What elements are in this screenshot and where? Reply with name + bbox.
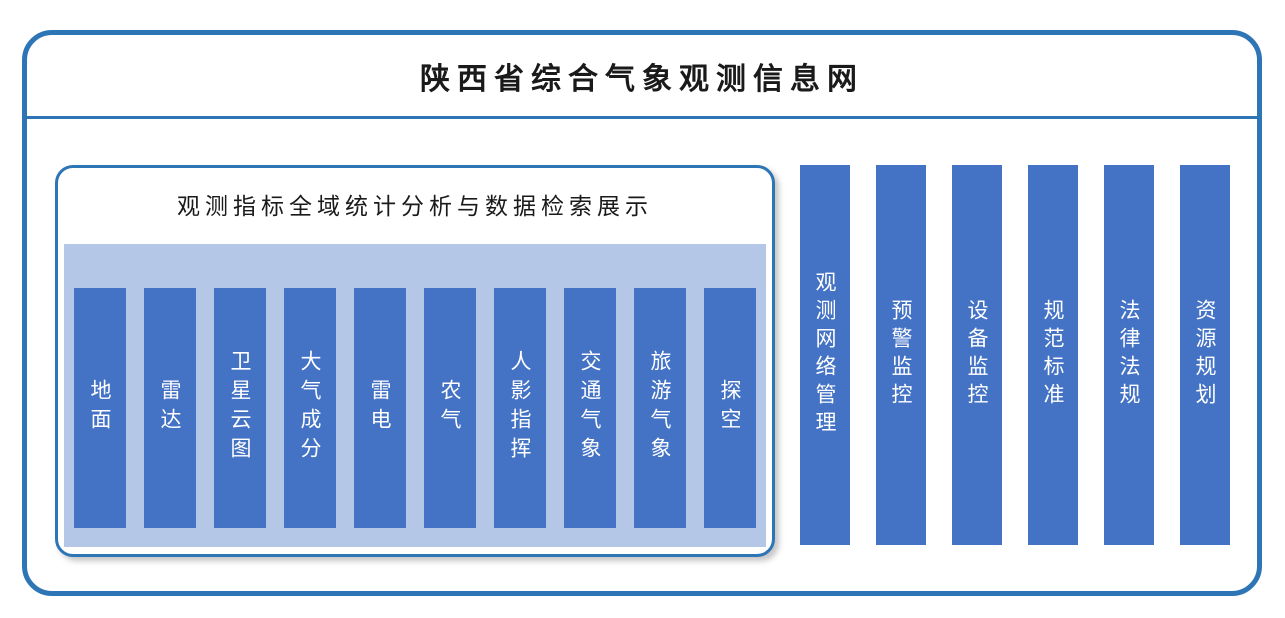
section-bar-label: 观测网络管理 xyxy=(813,271,837,439)
section-bar-label: 预警监控 xyxy=(889,299,913,411)
section-bar-standards: 规范标准 xyxy=(1028,165,1078,545)
section-bar-label: 法律法规 xyxy=(1117,299,1141,411)
diagram-frame: 陕西省综合气象观测信息网 观测指标全域统计分析与数据检索展示 地面 雷达 卫星云… xyxy=(22,30,1262,596)
category-bar-label: 雷达 xyxy=(158,379,182,437)
category-bar-traffic-meteorology: 交通气象 xyxy=(564,288,616,528)
category-bar-label: 人影指挥 xyxy=(508,350,532,466)
category-bar-atmospheric-composition: 大气成分 xyxy=(284,288,336,528)
category-bar-label: 农气 xyxy=(438,379,462,437)
page-title: 陕西省综合气象观测信息网 xyxy=(420,61,864,97)
category-bar-weather-modification-command: 人影指挥 xyxy=(494,288,546,528)
category-bar-ground: 地面 xyxy=(74,288,126,528)
diagram-header: 陕西省综合气象观测信息网 xyxy=(27,35,1257,119)
section-bar-resource-planning: 资源规划 xyxy=(1180,165,1230,545)
category-bar-satellite-cloud-image: 卫星云图 xyxy=(214,288,266,528)
category-bar-label: 旅游气象 xyxy=(648,350,672,466)
category-bar-label: 探空 xyxy=(718,379,742,437)
section-bar-laws-regulations: 法律法规 xyxy=(1104,165,1154,545)
section-bar-label: 规范标准 xyxy=(1041,299,1065,411)
category-bar-label: 雷电 xyxy=(368,379,392,437)
statistics-panel-body: 地面 雷达 卫星云图 大气成分 雷电 农气 人影指挥 交通气象 xyxy=(64,244,766,547)
category-bar-lightning: 雷电 xyxy=(354,288,406,528)
section-bar-label: 资源规划 xyxy=(1193,299,1217,411)
statistics-panel-title: 观测指标全域统计分析与数据检索展示 xyxy=(177,194,653,220)
category-bar-tourism-meteorology: 旅游气象 xyxy=(634,288,686,528)
section-columns: 观测网络管理 预警监控 设备监控 规范标准 法律法规 资源规划 xyxy=(800,165,1230,545)
category-bar-label: 卫星云图 xyxy=(228,350,252,466)
category-bar-label: 交通气象 xyxy=(578,350,602,466)
section-bar-label: 设备监控 xyxy=(965,299,989,411)
category-bar-radar: 雷达 xyxy=(144,288,196,528)
section-bar-equipment-monitoring: 设备监控 xyxy=(952,165,1002,545)
category-bar-label: 地面 xyxy=(88,379,112,437)
category-bar-label: 大气成分 xyxy=(298,350,322,466)
category-bar-agro-meteorology: 农气 xyxy=(424,288,476,528)
category-bar-sounding: 探空 xyxy=(704,288,756,528)
section-bar-observation-network-management: 观测网络管理 xyxy=(800,165,850,545)
statistics-panel: 观测指标全域统计分析与数据检索展示 地面 雷达 卫星云图 大气成分 雷电 农气 … xyxy=(55,165,775,557)
section-bar-warning-monitoring: 预警监控 xyxy=(876,165,926,545)
